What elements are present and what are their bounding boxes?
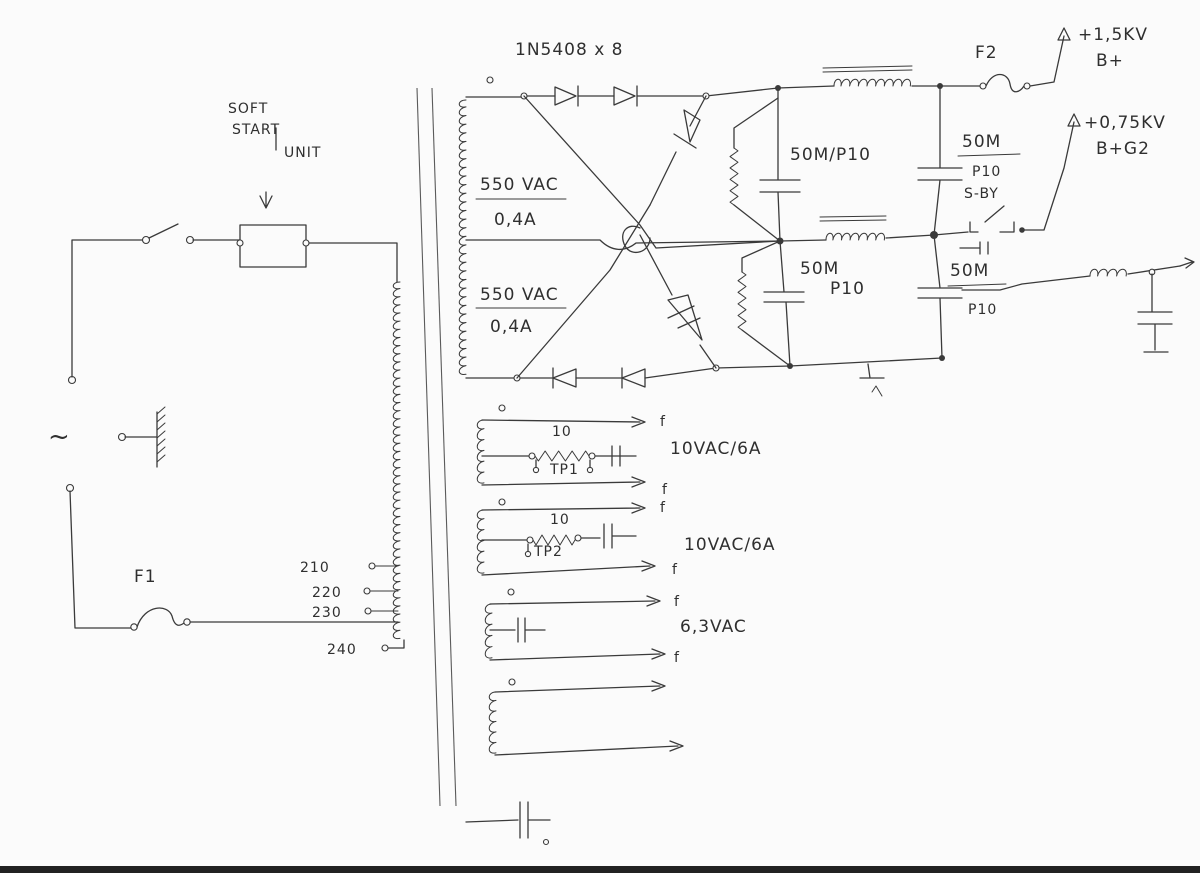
- cap-c2: [763, 240, 805, 367]
- rectifier-label: 1N5408 x 8: [515, 40, 623, 60]
- heater-1-pin-a: f: [660, 414, 666, 430]
- choke-middle-core: [819, 215, 887, 222]
- tap-210: 210: [300, 560, 330, 576]
- neutral-wire: [69, 490, 133, 629]
- aux-pin-b: f: [674, 650, 680, 666]
- cap-c1: [759, 87, 801, 242]
- mains-input: ~ SOFT START UNIT F1: [48, 101, 399, 631]
- hv-secondary-coil: [458, 99, 467, 375]
- transformer-core: [416, 87, 457, 807]
- tap-240: 240: [327, 642, 357, 658]
- softstart-to-primary-wire: [308, 242, 398, 283]
- tap-220: 220: [312, 585, 342, 601]
- cap-c2-value: 50M: [800, 259, 839, 279]
- diode-diagonal-lower: [639, 234, 720, 372]
- hv-winding-2-current: 0,4A: [490, 317, 533, 337]
- heater-1-resistor: 10: [552, 424, 572, 440]
- heater-winding-1: 10 TP1 10VAC/6A f f: [476, 404, 762, 498]
- aux-winding: 6,3VAC f f: [484, 588, 747, 666]
- cap-c3: [917, 85, 963, 236]
- soft-start-label-3: UNIT: [284, 145, 321, 161]
- spare-winding: [488, 678, 684, 756]
- cap-c2-rating: P10: [830, 279, 865, 299]
- output-resistor: [1089, 268, 1127, 277]
- standby-switch[interactable]: [933, 113, 1081, 255]
- hv-top-lead: [465, 95, 525, 98]
- output-hv1-voltage: +1,5KV: [1078, 25, 1148, 45]
- cap-c1-label: 50M/P10: [790, 145, 871, 165]
- hv-winding-1-voltage: 550 VAC: [480, 175, 559, 195]
- output-hv2-name: B+G2: [1096, 139, 1150, 159]
- output-filter-cap: [1137, 273, 1173, 353]
- crossover-hop: [622, 225, 651, 254]
- heater-1-rating: 10VAC/6A: [670, 439, 762, 459]
- soft-start-box: [239, 224, 307, 268]
- choke-top-core: [822, 65, 913, 73]
- hv-winding-2-voltage: 550 VAC: [480, 285, 559, 305]
- fuse-f2-label: F2: [975, 43, 998, 63]
- heater-1-trimmer: TP1: [549, 462, 579, 478]
- fuse-f2: [939, 27, 1071, 93]
- aux-winding-rating: 6,3VAC: [680, 617, 747, 637]
- choke-top: [833, 78, 911, 87]
- diode-string-top: [526, 85, 779, 107]
- soft-start-label-2: START: [232, 122, 280, 138]
- tap-selector: 210 220 230 240: [300, 560, 399, 658]
- heater-2-pin-a: f: [660, 500, 666, 516]
- soft-start-label-1: SOFT: [228, 101, 268, 117]
- primary-coil: [392, 281, 401, 640]
- cap-c3-value: 50M: [962, 132, 1001, 152]
- output-hv2-voltage: +0,75KV: [1084, 113, 1166, 133]
- cap-c4-value: 50M: [950, 261, 989, 281]
- fuse-f1-label: F1: [134, 567, 157, 587]
- hv-filter: F2 +1,5KV B+ 50M/P10 50M P10 50M P10 S-B…: [729, 25, 1195, 397]
- aux-pin-a: f: [674, 594, 680, 610]
- ground-symbol-main: [859, 363, 885, 397]
- primary-bottom-lead: [381, 639, 405, 649]
- bias-output-arrow: [1179, 257, 1195, 269]
- cap-c3-rating: P10: [972, 164, 1001, 180]
- ground-rail: [789, 357, 943, 367]
- bleeder-resistor-lower: [737, 271, 747, 331]
- fuse-f1: [130, 607, 191, 631]
- heater-2-pin-b: f: [672, 562, 678, 578]
- shield-winding: [465, 801, 551, 846]
- tap-230: 230: [312, 605, 342, 621]
- heater-2-resistor: 10: [550, 512, 570, 528]
- scan-bottom-edge: [0, 866, 1200, 873]
- choke-middle: [825, 232, 885, 241]
- cap-c4-rating: P10: [968, 302, 997, 318]
- earth-symbol: [124, 406, 166, 468]
- live-wire: [71, 239, 143, 378]
- hv-winding-1-current: 0,4A: [494, 210, 537, 230]
- mains-ac-symbol: ~: [48, 422, 71, 452]
- output-hv1-name: B+: [1096, 51, 1124, 71]
- heater-2-rating: 10VAC/6A: [684, 535, 776, 555]
- heater-1-pin-b: f: [662, 482, 668, 498]
- hv-secondary: 550 VAC 0,4A 550 VAC 0,4A 1N5408 x 8: [458, 40, 791, 389]
- diode-string-bottom: [519, 365, 791, 389]
- heater-winding-2: 10 TP2 10VAC/6A f f: [476, 498, 776, 578]
- cap-c4: [917, 234, 963, 359]
- bleeder-resistor-upper: [729, 147, 739, 206]
- soft-start-arrow: [259, 127, 277, 209]
- center-tap-wire: [465, 239, 781, 251]
- diode-diagonal-upper: [649, 92, 710, 206]
- cross-wire-a: [523, 95, 781, 249]
- primary-winding: 210 220 230 240: [300, 281, 405, 658]
- heater-2-trimmer: TP2: [533, 544, 563, 560]
- mains-switch: [141, 223, 195, 245]
- standby-label: S-BY: [964, 186, 999, 202]
